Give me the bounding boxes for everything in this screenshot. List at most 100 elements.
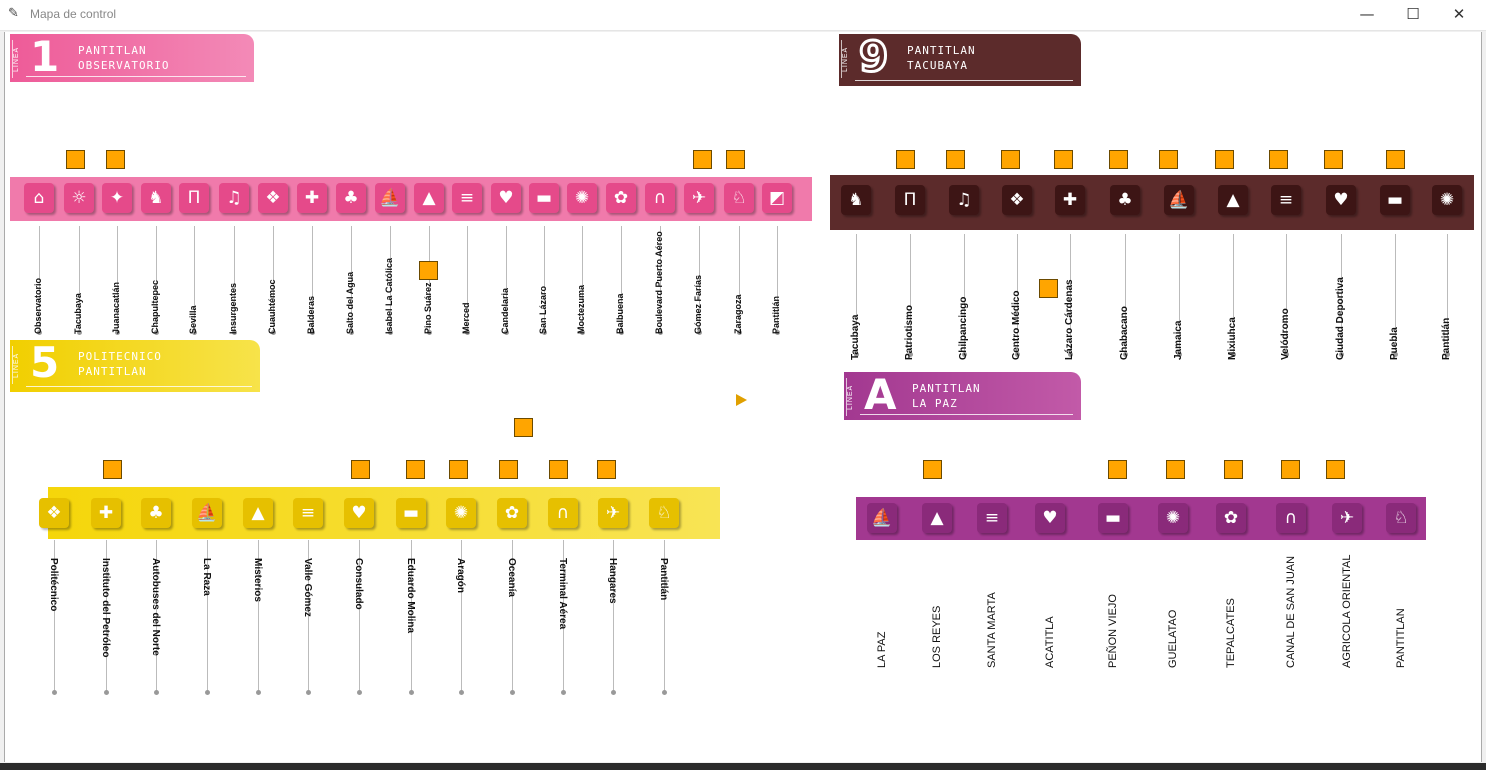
aqueduct-icon[interactable]: Π bbox=[179, 183, 209, 213]
hangar-icon[interactable]: ✈ bbox=[598, 498, 628, 528]
station-label[interactable]: Patriotismo bbox=[904, 304, 915, 360]
station-label[interactable]: Merced bbox=[461, 302, 471, 334]
canal-icon[interactable]: ∩ bbox=[1276, 503, 1306, 533]
saint-icon[interactable]: ≡ bbox=[977, 503, 1007, 533]
train-marker[interactable] bbox=[351, 460, 370, 479]
train-marker[interactable] bbox=[1281, 460, 1300, 479]
station-label[interactable]: Pantitlán bbox=[1441, 317, 1452, 360]
train-marker[interactable] bbox=[549, 460, 568, 479]
train-marker[interactable] bbox=[1039, 279, 1058, 298]
station-label[interactable]: Instituto del Petróleo bbox=[100, 558, 111, 658]
train-marker[interactable] bbox=[896, 150, 915, 169]
monument-icon[interactable]: ▲ bbox=[243, 498, 273, 528]
close-button[interactable]: ✕ bbox=[1452, 5, 1466, 23]
station-label[interactable]: Oceanía bbox=[506, 558, 517, 597]
fountain-icon[interactable]: ♞ bbox=[841, 185, 871, 215]
station-label[interactable]: Chabacano bbox=[1119, 306, 1130, 360]
station-label[interactable]: LA PAZ bbox=[876, 631, 888, 668]
maguey-icon[interactable]: ≡ bbox=[293, 498, 323, 528]
angel-icon[interactable]: ▬ bbox=[1380, 185, 1410, 215]
station-label[interactable]: Candelaria bbox=[500, 287, 510, 334]
bell-icon[interactable]: ♫ bbox=[219, 183, 249, 213]
train-marker[interactable] bbox=[1159, 150, 1178, 169]
train-marker[interactable] bbox=[1386, 150, 1405, 169]
station-label[interactable]: Consulado bbox=[353, 558, 364, 610]
athlete-icon[interactable]: ♥ bbox=[1326, 185, 1356, 215]
train-marker[interactable] bbox=[1109, 150, 1128, 169]
train-marker[interactable] bbox=[693, 150, 712, 169]
station-label[interactable]: Eduardo Molina bbox=[405, 558, 416, 633]
lion-icon[interactable]: ♞ bbox=[141, 183, 171, 213]
train-marker[interactable] bbox=[1324, 150, 1343, 169]
station-label[interactable]: PANTITLAN bbox=[1395, 608, 1407, 668]
station-label[interactable]: Insurgentes bbox=[228, 282, 238, 334]
train-marker[interactable] bbox=[449, 460, 468, 479]
face-icon[interactable]: ✺ bbox=[1158, 503, 1188, 533]
station-label[interactable]: GUELATAO bbox=[1167, 609, 1179, 668]
hill-icon[interactable]: ▬ bbox=[1098, 503, 1128, 533]
train-marker[interactable] bbox=[1054, 150, 1073, 169]
pantitlan-icon[interactable]: ◩ bbox=[762, 183, 792, 213]
squirrel-icon[interactable]: ✺ bbox=[446, 498, 476, 528]
palm-icon[interactable]: ♣ bbox=[336, 183, 366, 213]
station-label[interactable]: Cuauhtémoc bbox=[267, 279, 277, 334]
train-marker[interactable] bbox=[103, 460, 122, 479]
observatory-icon[interactable]: ⌂ bbox=[24, 183, 54, 213]
station-label[interactable]: TEPALCATES bbox=[1225, 598, 1237, 668]
station-label[interactable]: Autobuses del Norte bbox=[150, 558, 161, 656]
train-marker[interactable] bbox=[1001, 150, 1020, 169]
station-label[interactable]: Zaragoza bbox=[733, 294, 743, 334]
duck-icon[interactable]: ♥ bbox=[491, 183, 521, 213]
station-label[interactable]: SANTA MARTA bbox=[986, 592, 998, 668]
station-label[interactable]: Balbuena bbox=[615, 293, 625, 334]
station-label[interactable]: Jamaica bbox=[1173, 320, 1184, 360]
station-label[interactable]: AGRICOLA ORIENTAL bbox=[1341, 554, 1353, 669]
kangaroo-icon[interactable]: ✿ bbox=[497, 498, 527, 528]
train-marker[interactable] bbox=[419, 261, 438, 280]
pantitlan-icon[interactable]: ♘ bbox=[649, 498, 679, 528]
station-label[interactable]: Mixiuhca bbox=[1227, 317, 1238, 360]
crown-icon[interactable]: ▲ bbox=[922, 503, 952, 533]
tepalcate-icon[interactable]: ✿ bbox=[1216, 503, 1246, 533]
station-label[interactable]: PEÑON VIEJO bbox=[1107, 594, 1119, 668]
plane-icon[interactable]: ✈ bbox=[684, 183, 714, 213]
maximize-button[interactable]: ☐ bbox=[1406, 5, 1420, 23]
station-label[interactable]: Misterios bbox=[252, 558, 263, 602]
plant-icon[interactable]: ♥ bbox=[1035, 503, 1065, 533]
train-marker[interactable] bbox=[499, 460, 518, 479]
train-icon[interactable]: ▬ bbox=[529, 183, 559, 213]
station-label[interactable]: Chapultepec bbox=[150, 279, 160, 334]
oil-rig-icon[interactable]: ✚ bbox=[91, 498, 121, 528]
plane-icon[interactable]: ∩ bbox=[548, 498, 578, 528]
grasshopper-icon[interactable]: ✦ bbox=[102, 183, 132, 213]
station-label[interactable]: Chilpancingo bbox=[958, 296, 969, 360]
station-label[interactable]: ACATITLA bbox=[1044, 616, 1056, 668]
station-label[interactable]: CANAL DE SAN JUAN bbox=[1285, 555, 1297, 668]
station-label[interactable]: Moctezuma bbox=[576, 284, 586, 334]
pantitlan-icon[interactable]: ✺ bbox=[1432, 185, 1462, 215]
train-marker[interactable] bbox=[946, 150, 965, 169]
train-marker[interactable] bbox=[514, 418, 533, 437]
wasp-icon[interactable]: ♫ bbox=[949, 185, 979, 215]
drummer-icon[interactable]: ▲ bbox=[1218, 185, 1248, 215]
arch-icon[interactable]: ∩ bbox=[645, 183, 675, 213]
station-label[interactable]: Terminal Aérea bbox=[557, 558, 568, 630]
station-label[interactable]: Aragón bbox=[455, 558, 466, 593]
sun-icon[interactable]: ✺ bbox=[567, 183, 597, 213]
train-marker[interactable] bbox=[1215, 150, 1234, 169]
fountain-icon[interactable]: ☼ bbox=[64, 183, 94, 213]
train-marker[interactable] bbox=[597, 460, 616, 479]
station-label[interactable]: Isabel La Católica bbox=[384, 257, 394, 334]
cyclist-icon[interactable]: ≡ bbox=[1271, 185, 1301, 215]
station-label[interactable]: Balderas bbox=[306, 295, 316, 334]
train-marker[interactable] bbox=[1326, 460, 1345, 479]
train-marker[interactable] bbox=[1108, 460, 1127, 479]
station-label[interactable]: Pantitlán bbox=[658, 558, 669, 601]
station-label[interactable]: Centro Médico bbox=[1011, 290, 1022, 360]
dove-icon[interactable]: ⛵ bbox=[867, 503, 897, 533]
train-marker[interactable] bbox=[1269, 150, 1288, 169]
station-label[interactable]: LOS REYES bbox=[931, 605, 943, 668]
apricot-icon[interactable]: ♣ bbox=[1110, 185, 1140, 215]
minimize-button[interactable]: — bbox=[1359, 5, 1375, 23]
bus-icon[interactable]: ♣ bbox=[141, 498, 171, 528]
